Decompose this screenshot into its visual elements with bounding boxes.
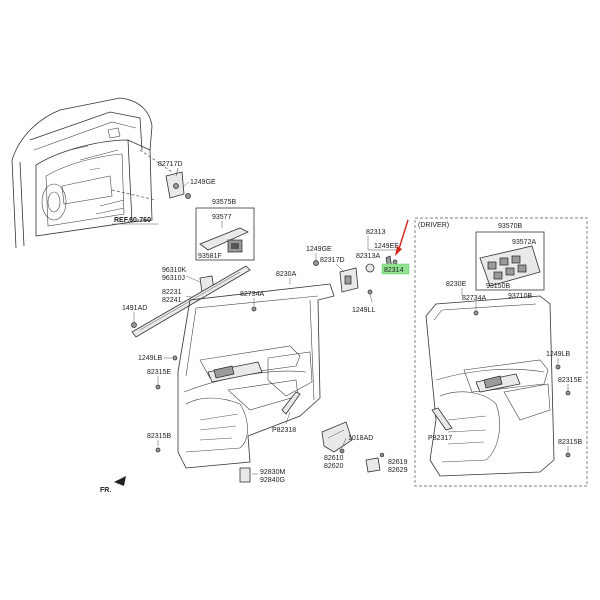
label-1249ge-mid: 1249GE (306, 246, 332, 253)
label-93577: 93577 (212, 214, 232, 221)
label-82619: 82619 (388, 459, 408, 466)
screw-1491ad (131, 322, 137, 328)
label-1249lb-left: 1249LB (138, 355, 162, 362)
label-92840g: 92840G (260, 477, 285, 484)
bracket-82317d (339, 267, 359, 293)
label-82314: 82314 (384, 267, 404, 274)
label-1249lb-right: 1249LB (546, 351, 570, 358)
label-1249ge-top: 1249GE (190, 179, 216, 186)
clip-82315b-right (565, 452, 571, 458)
cover-82619 (365, 452, 385, 473)
label-82315b-left: 82315B (147, 433, 171, 440)
box-93570b (475, 231, 545, 291)
label-82620: 82620 (324, 463, 344, 470)
label-93572a: 93572A (512, 239, 536, 246)
label-p82317: P82317 (428, 435, 452, 442)
reflector-92830m (239, 467, 251, 483)
clip-82315e-left (155, 384, 161, 390)
screw-1249lb-left (172, 355, 178, 361)
label-82734a-right: 82734A (462, 295, 486, 302)
door-trim-panel-8230e (425, 295, 555, 477)
label-82231: 82231 (162, 289, 182, 296)
clip-82734a-left (251, 306, 257, 312)
label-92830m: 92830M (260, 469, 285, 476)
weatherstrip-82231 (131, 265, 251, 338)
screw-1018ad (339, 448, 345, 454)
fr-label: FR. (100, 487, 111, 494)
label-1018ad: 1018AD (348, 435, 373, 442)
label-82317d: 82317D (320, 257, 345, 264)
bracket-82717d (165, 167, 191, 199)
label-82734a-left: 82734A (240, 291, 264, 298)
pull-handle-p82317 (431, 407, 453, 431)
label-82313a: 82313A (356, 253, 380, 260)
label-8230a: 8230A (276, 271, 297, 278)
clip-82313a (365, 263, 375, 273)
car-body-illustration (11, 97, 173, 249)
label-82629: 82629 (388, 467, 408, 474)
master-switch-93570b (479, 245, 541, 287)
red-arrow-pointer (395, 219, 409, 256)
label-1249ee: 1249EE (374, 243, 399, 250)
door-trim-panel-8230a (177, 283, 335, 469)
label-82315e-right: 82315E (558, 377, 582, 384)
box-93575b (195, 207, 255, 261)
clip-82315e-right (565, 390, 571, 396)
label-93710b: 93710B (508, 293, 532, 300)
label-p82318: P82318 (272, 427, 296, 434)
label-82717d: 82717D (158, 161, 183, 168)
label-82315b-right: 82315B (558, 439, 582, 446)
label-93570b: 93570B (498, 223, 522, 230)
label-93575b: 93575B (212, 199, 236, 206)
label-82313: 82313 (366, 229, 386, 236)
screw-1249ll (367, 289, 373, 295)
driver-label: (DRIVER) (418, 222, 449, 229)
driver-section-box (414, 217, 588, 487)
label-8230e: 8230E (446, 281, 467, 288)
highlight-82314 (381, 263, 410, 275)
front-direction-arrow (114, 476, 126, 486)
screw-1249lb-right (555, 364, 561, 370)
clip-82734a-right (473, 310, 479, 316)
screw-1249ge-mid (313, 260, 319, 266)
label-93150b: 93150B (486, 283, 510, 290)
label-82610: 82610 (324, 455, 344, 462)
clip-82315b-left (155, 447, 161, 453)
pull-handle-p82318 (281, 391, 301, 415)
label-96310j: 96310J (162, 275, 185, 282)
label-1491ad: 1491AD (122, 305, 147, 312)
label-82241: 82241 (162, 297, 182, 304)
label-1249ll: 1249LL (352, 307, 375, 314)
label-96310k: 96310K (162, 267, 186, 274)
switch-panel-93577 (199, 227, 249, 253)
label-93581f: 93581F (198, 253, 222, 260)
ref-label: REF.60-760 (114, 217, 151, 224)
label-82315e-left: 82315E (147, 369, 171, 376)
